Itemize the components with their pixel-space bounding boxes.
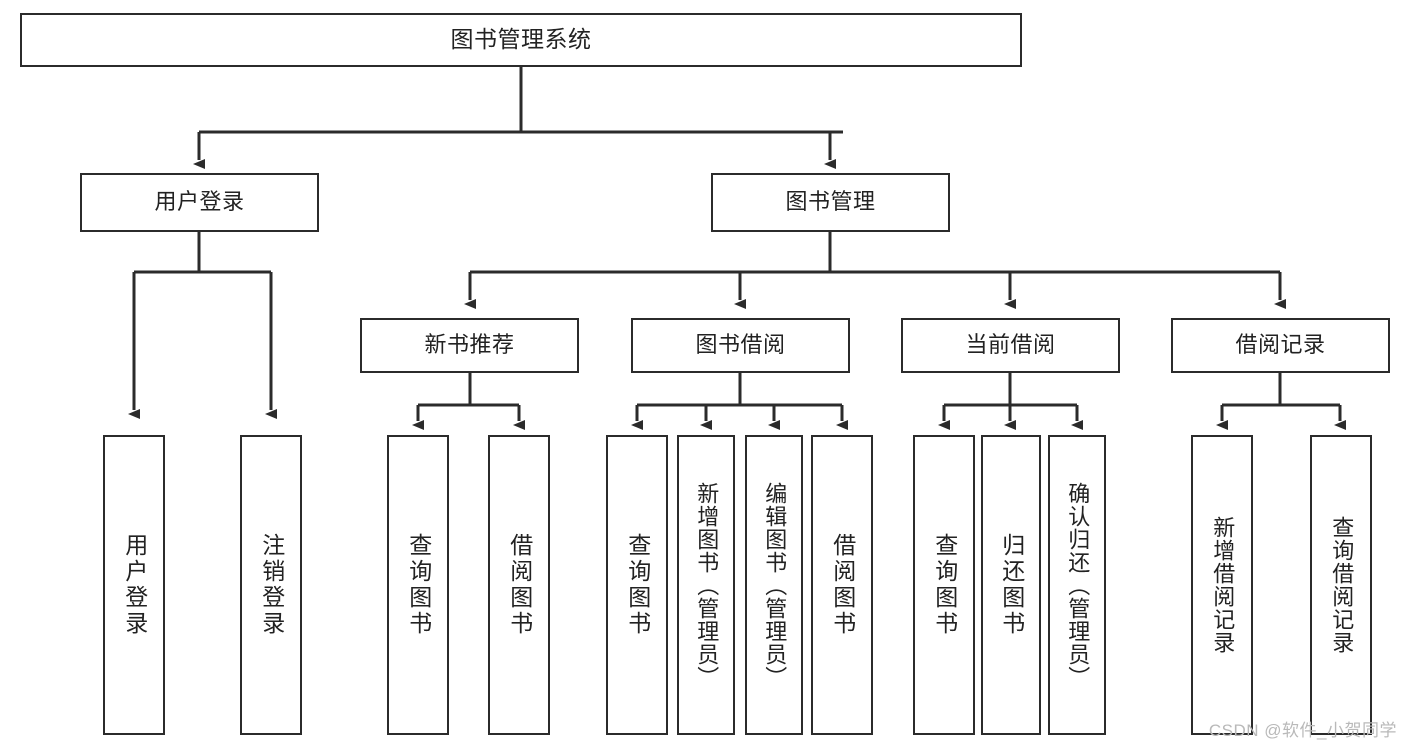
node-label: 借阅记录 [1235,332,1326,358]
leaf-borrow-book-1[interactable]: 借阅图书 [488,435,550,735]
node-label: 图书管理系统 [450,26,592,53]
leaf-add-book[interactable]: 新增图书（管理员） [677,435,735,735]
node-label: 注销登录 [258,533,285,637]
node-label: 新书推荐 [424,332,515,358]
node-label: 确认归还（管理员） [1065,481,1091,689]
leaf-query-record[interactable]: 查询借阅记录 [1310,435,1372,735]
leaf-user-login[interactable]: 用户登录 [103,435,165,735]
node-book-manage[interactable]: 图书管理 [711,173,950,232]
node-label: 借阅图书 [506,533,533,637]
leaf-query-book-3[interactable]: 查询图书 [913,435,975,735]
node-label: 新增图书（管理员） [694,481,720,689]
node-label: 图书借阅 [695,332,786,358]
leaf-query-book-2[interactable]: 查询图书 [606,435,668,735]
node-current-borrow[interactable]: 当前借阅 [901,318,1120,373]
node-label: 编辑图书（管理员） [762,481,788,689]
leaf-logout-login[interactable]: 注销登录 [240,435,302,735]
node-label: 用户登录 [121,533,148,637]
node-label: 当前借阅 [965,332,1056,358]
node-label: 查询借阅记录 [1329,516,1355,654]
node-label: 图书管理 [785,189,876,215]
node-root-system[interactable]: 图书管理系统 [20,13,1022,67]
node-book-borrow[interactable]: 图书借阅 [631,318,850,373]
node-label: 归还图书 [998,533,1025,637]
node-label: 查询图书 [624,533,651,637]
leaf-confirm-return[interactable]: 确认归还（管理员） [1048,435,1106,735]
leaf-return-book[interactable]: 归还图书 [981,435,1041,735]
node-borrow-record[interactable]: 借阅记录 [1171,318,1390,373]
leaf-borrow-book-2[interactable]: 借阅图书 [811,435,873,735]
node-label: 查询图书 [931,533,958,637]
node-label: 新增借阅记录 [1210,516,1236,654]
node-new-book-recommend[interactable]: 新书推荐 [360,318,579,373]
leaf-query-book-1[interactable]: 查询图书 [387,435,449,735]
node-user-login[interactable]: 用户登录 [80,173,319,232]
leaf-add-record[interactable]: 新增借阅记录 [1191,435,1253,735]
watermark: CSDN @软件_小贺同学 [1208,721,1397,740]
node-label: 查询图书 [405,533,432,637]
node-label: 借阅图书 [829,533,856,637]
node-label: 用户登录 [154,189,245,215]
leaf-edit-book[interactable]: 编辑图书（管理员） [745,435,803,735]
